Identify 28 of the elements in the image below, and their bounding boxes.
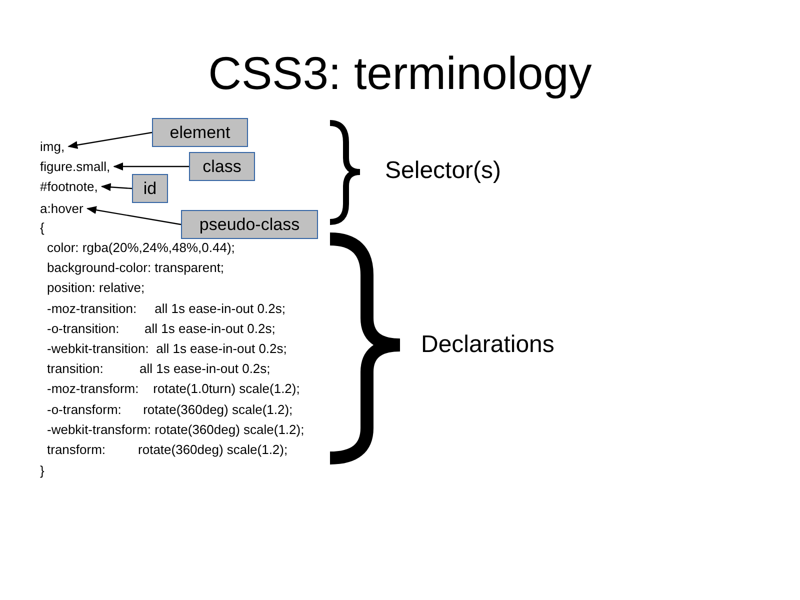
term-label-box: element	[152, 118, 248, 147]
code-line: {	[40, 219, 44, 237]
code-line: background-color: transparent;	[47, 259, 224, 278]
code-line: -webkit-transition: all 1s ease-in-out 0.2s;	[47, 340, 287, 358]
code-line: -webkit-transform: rotate(360deg) scale(1.2);	[47, 420, 304, 439]
code-line: }	[40, 462, 44, 480]
code-line: a:hover	[40, 199, 84, 219]
code-line: color: rgba(20%,24%,48%,0.44);	[47, 239, 235, 257]
slide-title: CSS3: terminology	[207, 46, 593, 100]
bracket-caption: Selector(s)	[385, 156, 502, 186]
code-line: -o-transition: all 1s ease-in-out 0.2s;	[47, 320, 276, 338]
code-line: -moz-transform: rotate(1.0turn) scale(1.2);	[47, 380, 300, 398]
term-label-box: pseudo-class	[181, 210, 318, 239]
arrow	[68, 132, 152, 149]
term-label-box: class	[189, 152, 255, 181]
arrow	[86, 206, 182, 226]
code-line: #footnote,	[40, 177, 98, 197]
bracket-caption: Declarations	[421, 330, 554, 360]
code-line: -o-transform: rotate(360deg) scale(1.2);	[47, 400, 293, 419]
arrow	[113, 162, 189, 170]
code-line: position: relative;	[47, 279, 145, 298]
arrow	[100, 183, 132, 192]
code-line: transform: rotate(360deg) scale(1.2);	[47, 441, 288, 459]
term-label-box: id	[132, 174, 168, 203]
code-line: transition: all 1s ease-in-out 0.2s;	[47, 360, 270, 378]
code-line: -moz-transition: all 1s ease-in-out 0.2s;	[47, 300, 286, 318]
code-line: figure.small,	[40, 157, 110, 177]
code-line: img,	[40, 137, 65, 157]
